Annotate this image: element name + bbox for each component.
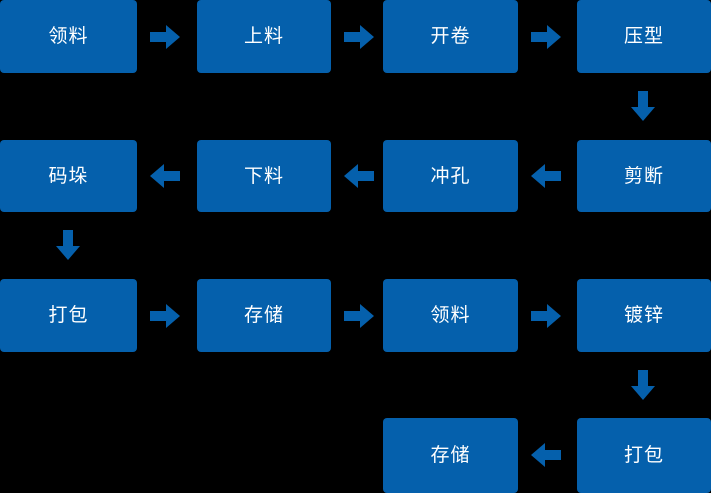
process-node-kaijuan[interactable]: 开卷 bbox=[383, 0, 518, 73]
node-label: 领料 bbox=[430, 304, 471, 326]
arrow-left-icon-n7-n6 bbox=[344, 162, 374, 190]
node-label: 存储 bbox=[243, 304, 284, 326]
process-node-cunchu-2[interactable]: 存储 bbox=[383, 418, 518, 493]
node-label: 冲孔 bbox=[430, 164, 471, 187]
process-node-dabao-1[interactable]: 打包 bbox=[0, 279, 137, 352]
arrow-right-icon-n10-n11 bbox=[344, 302, 374, 330]
arrow-down-icon-n4-n8 bbox=[629, 91, 657, 121]
process-node-cunchu-1[interactable]: 存储 bbox=[197, 279, 331, 352]
process-node-chongkong[interactable]: 冲孔 bbox=[383, 140, 518, 212]
node-label: 打包 bbox=[623, 444, 664, 466]
arrow-right-icon-n2-n3 bbox=[344, 23, 374, 51]
process-node-jianduan[interactable]: 剪断 bbox=[577, 140, 711, 212]
arrow-down-icon-n5-n9 bbox=[54, 230, 82, 260]
arrow-right-icon-n9-n10 bbox=[150, 302, 180, 330]
node-label: 打包 bbox=[48, 304, 89, 326]
node-label: 开卷 bbox=[430, 25, 471, 47]
node-label: 存储 bbox=[430, 444, 471, 466]
process-node-dabao-2[interactable]: 打包 bbox=[577, 418, 711, 493]
arrow-right-icon-n11-n12 bbox=[531, 302, 561, 330]
arrow-right-icon-n1-n2 bbox=[150, 23, 180, 51]
node-label: 码垛 bbox=[48, 164, 89, 187]
node-label: 下料 bbox=[243, 164, 284, 187]
process-node-duxin[interactable]: 镀锌 bbox=[577, 279, 711, 352]
node-label: 压型 bbox=[623, 25, 664, 47]
arrow-left-icon-n14-n13 bbox=[531, 441, 561, 469]
node-label: 领料 bbox=[48, 25, 89, 47]
process-node-shangliao[interactable]: 上料 bbox=[197, 0, 331, 73]
arrow-down-icon-n12-n14 bbox=[629, 370, 657, 400]
node-label: 剪断 bbox=[623, 164, 664, 187]
process-node-maduo[interactable]: 码垛 bbox=[0, 140, 137, 212]
process-node-lingliao-2[interactable]: 领料 bbox=[383, 279, 518, 352]
process-node-lingliao-1[interactable]: 领料 bbox=[0, 0, 137, 73]
process-node-xialiao[interactable]: 下料 bbox=[197, 140, 331, 212]
arrow-right-icon-n3-n4 bbox=[531, 23, 561, 51]
node-label: 上料 bbox=[243, 25, 284, 47]
node-label: 镀锌 bbox=[623, 304, 664, 326]
process-node-yaxing[interactable]: 压型 bbox=[577, 0, 711, 73]
arrow-left-icon-n8-n7 bbox=[531, 162, 561, 190]
arrow-left-icon-n6-n5 bbox=[150, 162, 180, 190]
